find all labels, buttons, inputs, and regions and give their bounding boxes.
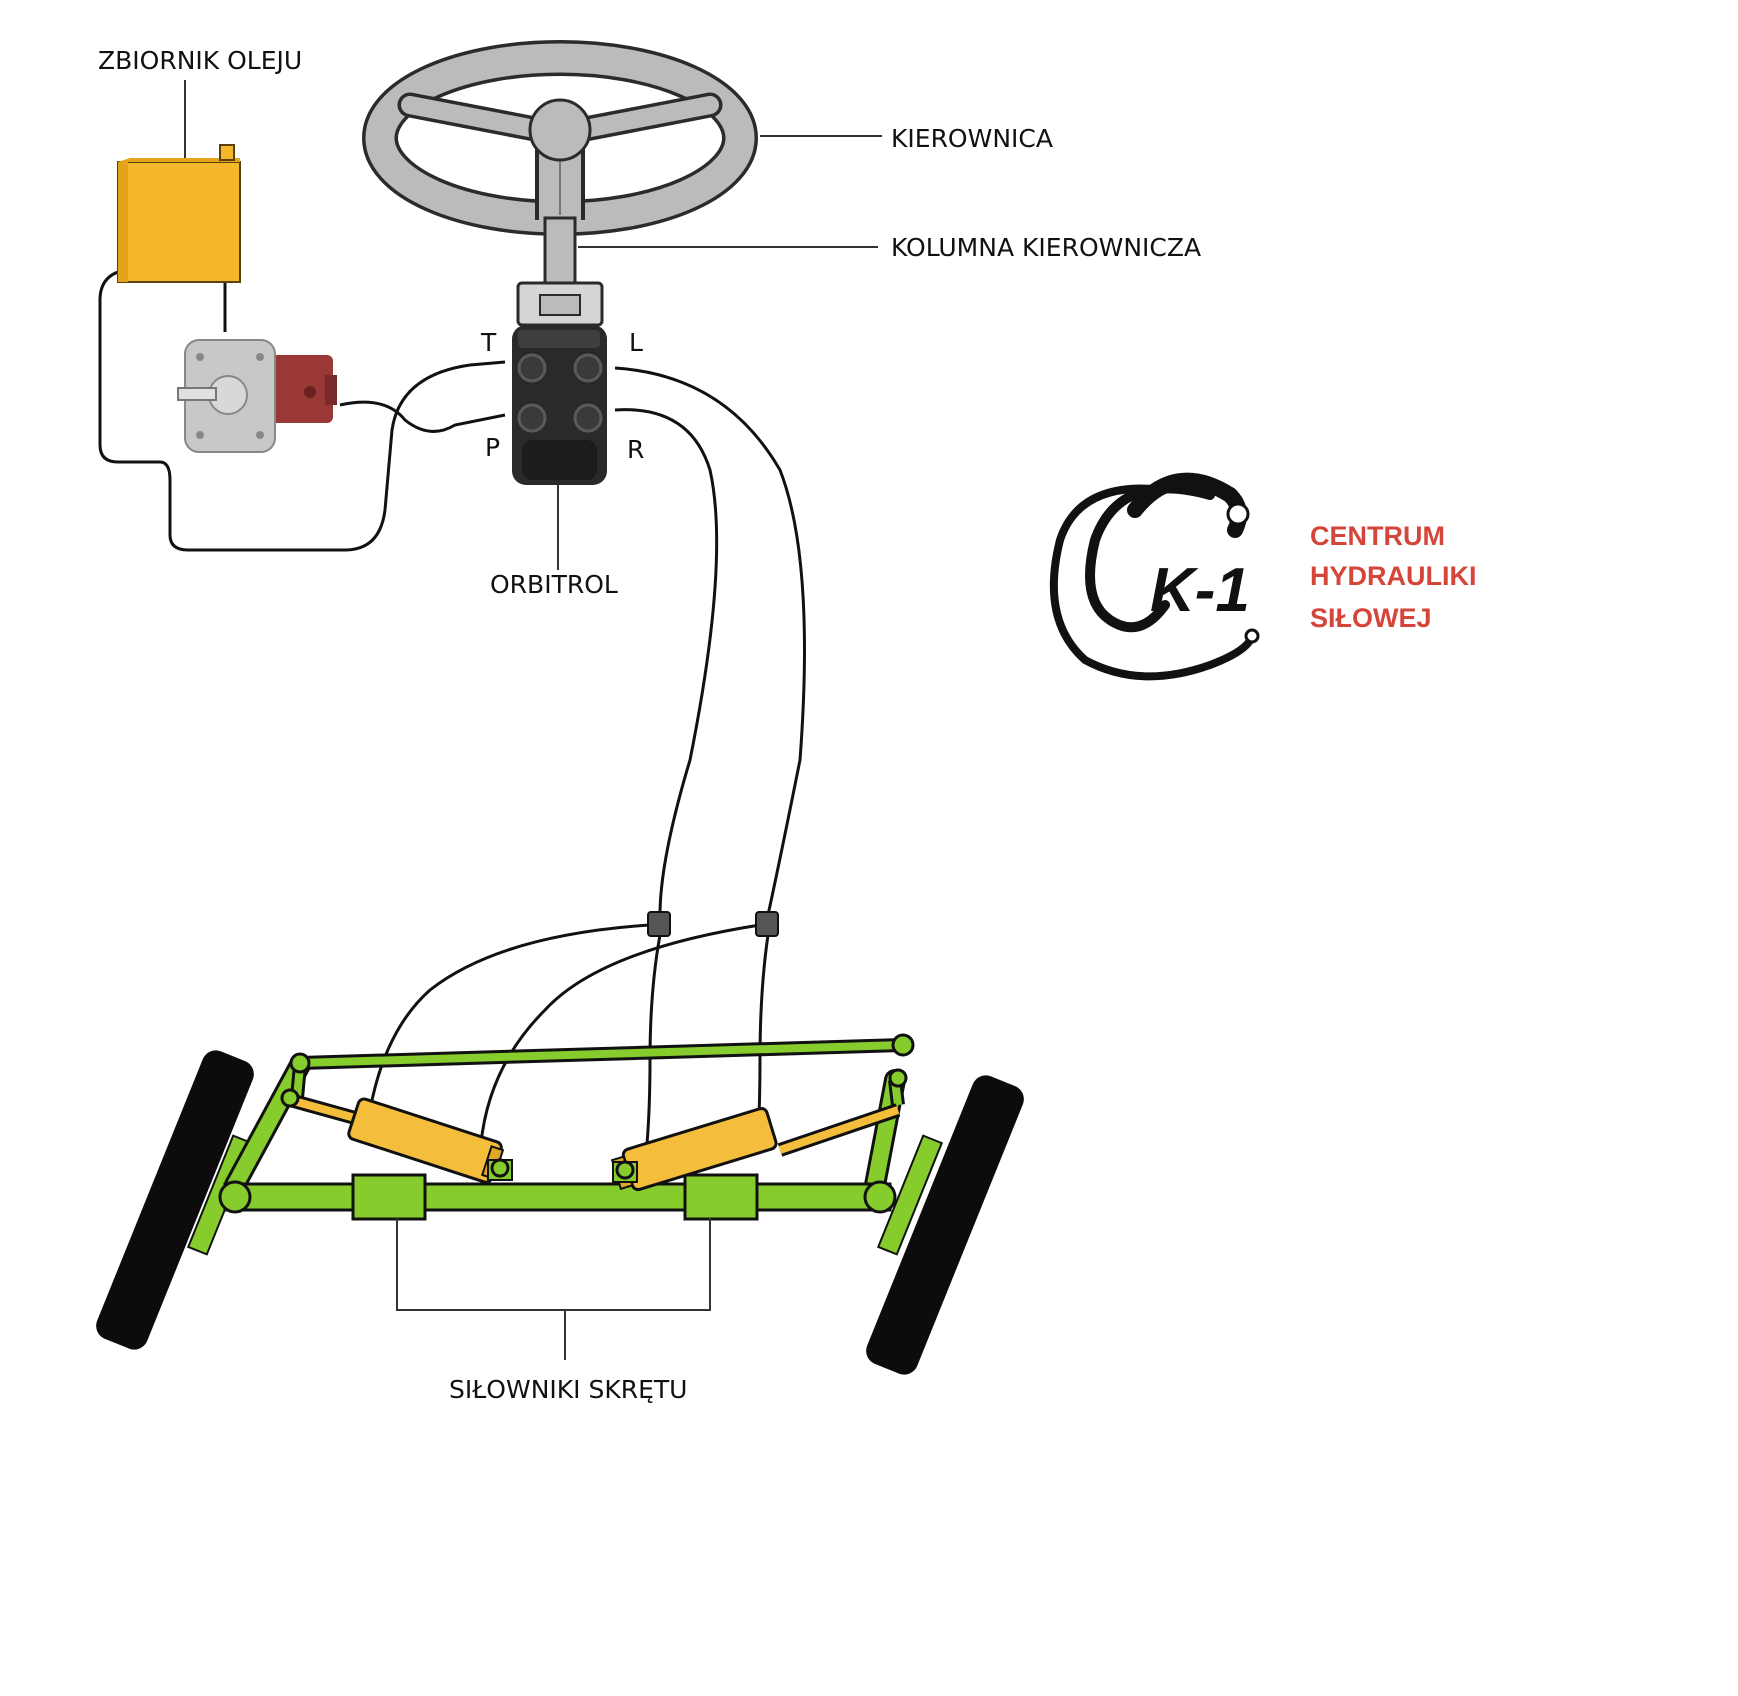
label-oil-tank: ZBIORNIK OLEJU bbox=[98, 46, 303, 75]
left-cylinder bbox=[347, 1097, 505, 1184]
port-p-fitting bbox=[517, 403, 547, 433]
left-tee-branch-a bbox=[368, 923, 651, 1111]
orbitrol-valve bbox=[512, 325, 607, 485]
tank-return-hose bbox=[98, 268, 506, 552]
wheel-hub bbox=[528, 98, 592, 162]
label-steering-column: KOLUMNA KIEROWNICZA bbox=[891, 233, 1202, 262]
label-orbitrol: ORBITROL bbox=[490, 570, 618, 599]
logo-line-2: HYDRAULIKI bbox=[1310, 561, 1477, 591]
right-tee bbox=[755, 911, 779, 937]
pump-shaft bbox=[177, 387, 217, 401]
port-l-fitting bbox=[573, 353, 603, 383]
port-label-t: T bbox=[481, 328, 497, 357]
axle-mount-right bbox=[683, 1173, 759, 1221]
pump-pressure-hose bbox=[339, 400, 506, 433]
pivot-joints bbox=[218, 1033, 915, 1214]
hose-tee-fittings bbox=[647, 911, 779, 937]
label-steering-wheel: KIEROWNICA bbox=[891, 124, 1053, 153]
logo-line-3: SIŁOWEJ bbox=[1310, 603, 1432, 633]
left-tire bbox=[96, 1050, 254, 1350]
leader-cylinders bbox=[396, 1218, 711, 1360]
port-label-p: P bbox=[485, 433, 501, 462]
port-t-fitting bbox=[517, 353, 547, 383]
label-cylinders: SIŁOWNIKI SKRĘTU bbox=[449, 1375, 688, 1404]
logo-mark-text: K-1 bbox=[1150, 556, 1250, 625]
l-port-hose bbox=[614, 366, 806, 916]
logo-line-1: CENTRUM bbox=[1310, 521, 1445, 551]
tank-filler-cap bbox=[219, 144, 235, 161]
axle-assembly bbox=[96, 1033, 1024, 1375]
oil-tank bbox=[117, 144, 241, 283]
steering-wheel bbox=[362, 40, 758, 236]
port-label-r: R bbox=[627, 435, 645, 464]
port-r-fitting bbox=[573, 403, 603, 433]
hydraulic-hoses bbox=[98, 268, 806, 1166]
right-wheel-hub bbox=[876, 1134, 944, 1256]
left-tee-branch-b bbox=[643, 934, 662, 1166]
hydraulic-pump bbox=[177, 339, 337, 453]
axle-mount-left bbox=[351, 1173, 427, 1221]
axle-beam bbox=[223, 1182, 892, 1212]
left-tee bbox=[647, 911, 671, 937]
leader-lines bbox=[184, 80, 882, 1360]
right-tee-branch-a bbox=[478, 923, 761, 1156]
right-tire bbox=[866, 1075, 1024, 1375]
port-label-l: L bbox=[629, 328, 643, 357]
k1-logo-mark bbox=[1049, 472, 1260, 681]
r-port-hose bbox=[614, 408, 719, 916]
